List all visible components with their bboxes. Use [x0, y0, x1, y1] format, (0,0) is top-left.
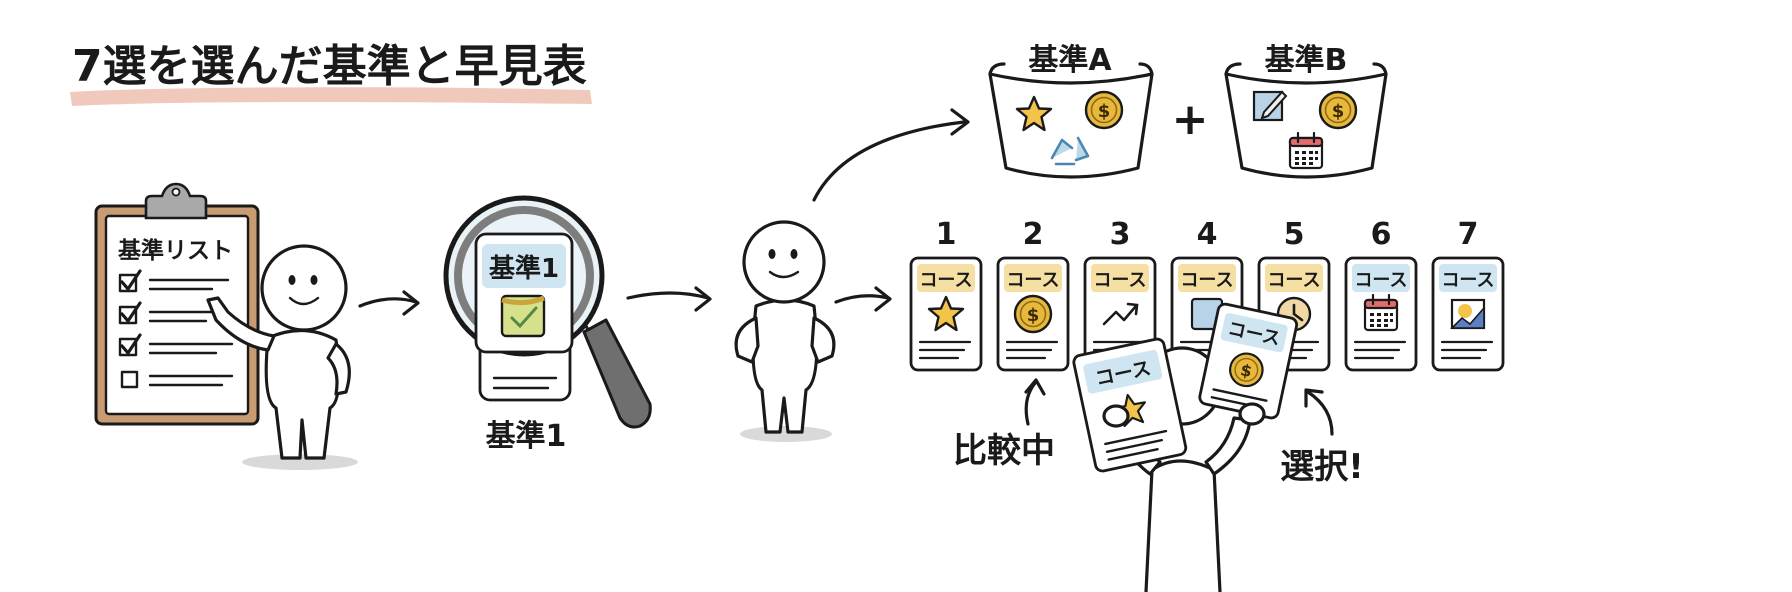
recycle-icon: [1050, 136, 1090, 166]
course-card-tag: [1178, 264, 1236, 292]
course-card-tag: [1352, 264, 1410, 292]
checklist: [118, 269, 234, 389]
magnifier-caption: 基準1: [486, 419, 567, 454]
course-card-number: 3: [1110, 217, 1131, 252]
calendar-icon: [1363, 293, 1399, 332]
annotation-select: 選択!: [1280, 388, 1364, 487]
flow-arrow-2: [626, 286, 712, 312]
held-card-left: コース: [1072, 337, 1188, 473]
flow-arrow-1: [358, 290, 420, 316]
coin-icon: [1084, 90, 1124, 130]
page-title-group: 7選を選んだ基準と早見表: [70, 41, 592, 106]
annotation-select-text: 選択!: [1280, 447, 1364, 487]
course-card-label: コース: [1441, 270, 1494, 291]
course-card-label: コース: [1354, 270, 1407, 291]
flow-arrow-3: [834, 286, 892, 312]
course-card-tag: [917, 264, 975, 292]
check-badge-icon: [500, 294, 546, 338]
course-card-tag: [1004, 264, 1062, 292]
course-card-label: コース: [1180, 270, 1233, 291]
course-card-number: 7: [1458, 217, 1479, 252]
annotation-comparing: 比較中: [953, 378, 1055, 471]
person-selecting: コース コース: [1072, 302, 1299, 592]
course-card-1[interactable]: 1 コース: [909, 217, 983, 372]
annotation-comparing-text: 比較中: [953, 431, 1055, 471]
magnifier-group: 基準1 基準1: [443, 195, 652, 454]
course-card-label: コース: [1093, 270, 1146, 291]
title-highlight: [70, 87, 592, 106]
basket-b: 基準B: [1224, 43, 1388, 179]
course-card-tag: [1265, 264, 1323, 292]
basket-a-label: 基準A: [1028, 43, 1112, 78]
flow-arrow-up: [812, 108, 970, 202]
clipboard-heading: 基準リスト: [118, 237, 233, 264]
note-pencil-icon: [1252, 90, 1288, 122]
trend-arrow-icon: [1102, 302, 1139, 326]
course-card-7[interactable]: 7 コース: [1431, 217, 1505, 372]
basket-a: 基準A: [988, 43, 1154, 179]
course-card-label: コース: [1006, 270, 1059, 291]
course-card-label: コース: [1267, 270, 1320, 291]
course-card-label: コース: [919, 270, 972, 291]
course-card-number: 2: [1023, 217, 1044, 252]
course-card-number: 1: [936, 217, 957, 252]
course-card-2[interactable]: 2 コース: [996, 217, 1070, 372]
page-title: 7選を選んだ基準と早見表: [72, 41, 587, 92]
course-card-tag: [1439, 264, 1497, 292]
course-card-number: 4: [1197, 217, 1218, 252]
person-standing: [734, 220, 836, 442]
chart-icon: [1450, 298, 1486, 330]
course-card-6[interactable]: 6 コース: [1344, 217, 1418, 372]
course-card-number: 6: [1371, 217, 1392, 252]
course-card-tag: [1091, 264, 1149, 292]
basket-b-label: 基準B: [1265, 43, 1348, 78]
plus-sign: +: [1172, 94, 1209, 145]
course-card-number: 5: [1284, 217, 1305, 252]
person-pointing: [206, 244, 358, 470]
course-card-3[interactable]: 3 コース: [1083, 217, 1157, 372]
magnifier-card-label: 基準1: [489, 253, 559, 284]
held-card-right: コース: [1198, 302, 1299, 420]
course-cards: 1 コース 2 コース 3 コース 4 コース 5 コース 6 コース 7 コース: [909, 217, 1505, 372]
calendar-icon: [1288, 131, 1324, 170]
criteria-clipboard: 基準リスト: [94, 182, 260, 426]
coin-icon: [1013, 294, 1053, 334]
coin-icon: [1318, 90, 1358, 130]
